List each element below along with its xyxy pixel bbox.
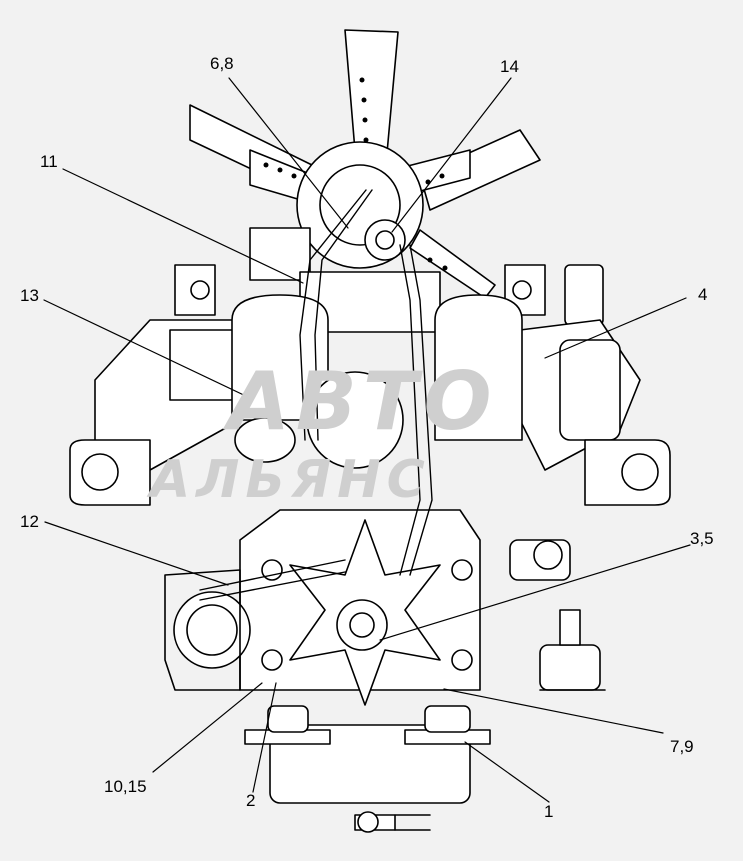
engine-block [69, 227, 671, 506]
timing-cover [164, 509, 481, 706]
callout-3-5: 3,5 [690, 529, 714, 548]
callout-1: 1 [544, 802, 554, 821]
right-mount [509, 539, 606, 691]
callout-14: 14 [500, 57, 519, 76]
callout-6-8: 6,8 [210, 54, 234, 73]
callout-11: 11 [40, 152, 58, 171]
fan-assembly [189, 29, 541, 299]
callout-2: 2 [246, 791, 256, 810]
callout-12: 12 [20, 512, 39, 531]
oil-pan [244, 705, 491, 833]
drive-belts [199, 189, 433, 601]
callout-13: 13 [20, 286, 39, 305]
callout-4: 4 [698, 285, 708, 304]
leader-lines [43, 77, 691, 803]
callout-7-9: 7,9 [670, 737, 694, 756]
callout-10-15: 10,15 [104, 777, 147, 796]
